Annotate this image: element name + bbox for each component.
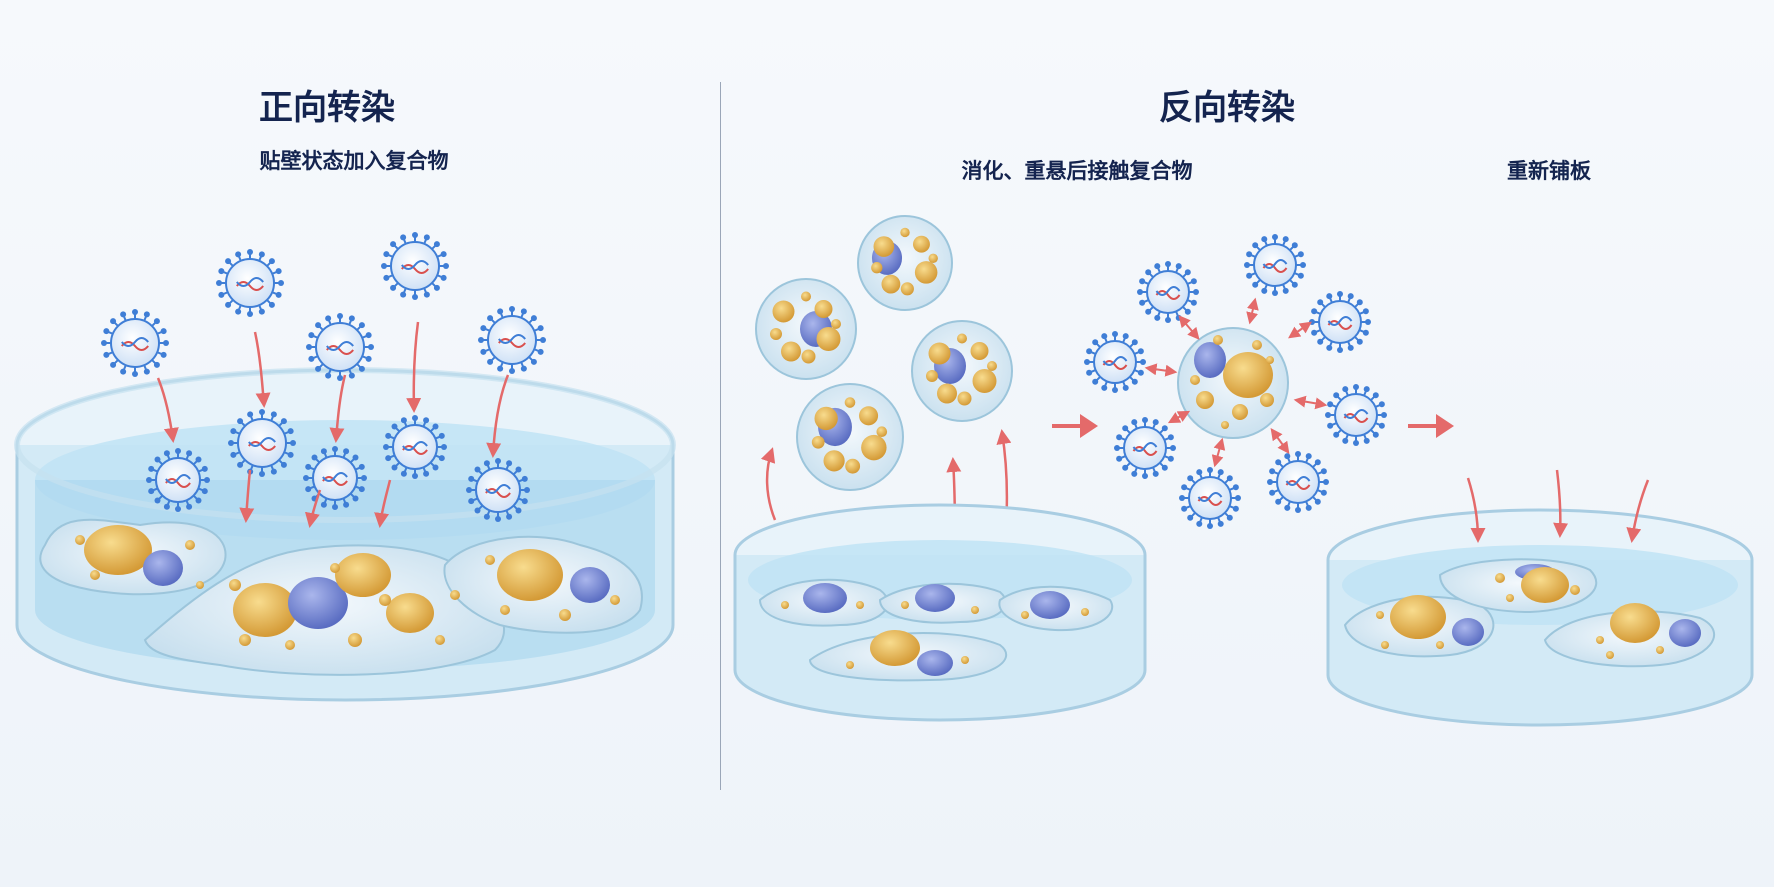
reverse-step-2-label: 重新铺板 [1507,159,1591,183]
reverse-step-1-label: 消化、重悬后接触复合物 [961,159,1193,183]
complex-icon [306,313,374,381]
suspended-cell [796,383,904,491]
replate-arrows [1466,469,1650,543]
step-arrow-2 [1408,414,1454,438]
suspended-cells [755,215,1013,491]
contact-arrows [1144,297,1328,468]
complex-icon [1325,384,1387,446]
step-arrow-1 [1052,414,1098,438]
forward-adherent-cells [39,518,643,676]
forward-arrows [156,321,510,528]
complex-icon [383,415,447,479]
complex-icon [1179,467,1241,529]
forward-step-label: 贴壁状态加入复合物 [259,149,449,173]
complex-icon [1244,234,1306,296]
complex-icon [1267,451,1329,513]
suspended-cell [857,215,953,311]
complex-icon [381,232,449,300]
central-cell [1177,327,1289,439]
reverse-dish-1-cells [758,578,1113,682]
central-complexes [1084,234,1387,529]
complex-icon [228,409,296,477]
complex-icon [1084,331,1146,393]
suspended-cell [755,278,857,380]
complex-icon [1309,291,1371,353]
complex-icon [1137,261,1199,323]
complex-icon [146,448,210,512]
reverse-dish-2-cells [1343,558,1715,668]
forward-complexes [101,232,546,522]
complex-icon [1114,417,1176,479]
complex-icon [216,249,284,317]
section-divider [720,82,721,790]
reverse-transfection-title: 反向转染 [1159,88,1295,128]
complex-icon [303,446,367,510]
complex-icon [478,306,546,374]
forward-transfection-title: 正向转染 [259,88,395,128]
complex-icon [101,309,169,377]
suspended-cell [911,320,1013,422]
complex-icon [466,458,530,522]
